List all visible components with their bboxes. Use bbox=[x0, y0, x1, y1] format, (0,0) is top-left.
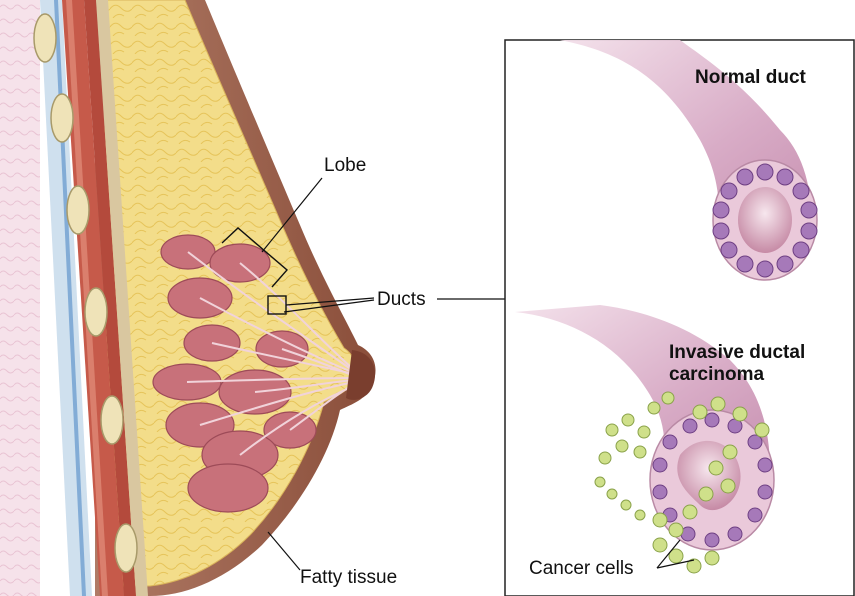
invasive-label-line2: carcinoma bbox=[669, 364, 764, 386]
normal-duct-label: Normal duct bbox=[695, 67, 806, 89]
breast-cross-section bbox=[0, 0, 505, 596]
lobe-label: Lobe bbox=[324, 155, 366, 177]
cancer-cells-label: Cancer cells bbox=[529, 558, 634, 580]
fatty-tissue-leader bbox=[268, 532, 300, 570]
back-tissue bbox=[0, 0, 40, 596]
invasive-label-line1: Invasive ductal bbox=[669, 342, 805, 364]
fatty-tissue-label: Fatty tissue bbox=[300, 567, 397, 589]
ducts-label: Ducts bbox=[377, 289, 426, 311]
